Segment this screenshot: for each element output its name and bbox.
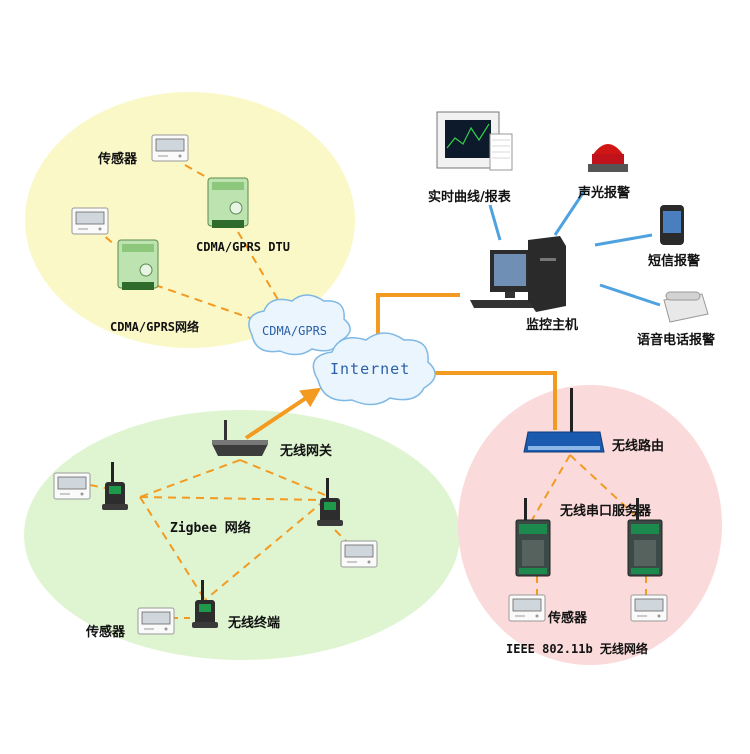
router-label: 无线路由 (612, 439, 665, 454)
sms-alarm-label: 短信报警 (648, 254, 701, 269)
gprs-zone (25, 92, 355, 348)
gateway-label: 无线网关 (280, 444, 333, 459)
gprs-cloud-label: CDMA/GPRS (262, 324, 328, 338)
sound-light-alarm-label: 声光报警 (578, 186, 631, 201)
zigbee-sensor-label: 传感器 (86, 625, 126, 640)
dtu-icon (207, 177, 249, 229)
dtu-icon (117, 239, 159, 291)
zigbee-zone (24, 410, 460, 660)
internet-cloud-label: Internet (330, 360, 411, 378)
screen-icon (436, 111, 513, 171)
gprs-sensor-label: 传感器 (98, 152, 138, 167)
telephone-icon (663, 291, 709, 323)
wifi-sensor-label: 传感器 (548, 611, 588, 626)
wifi-network-label: IEEE 802.11b 无线网络 (506, 642, 648, 656)
sensor-icon (630, 594, 668, 622)
sensor-icon (53, 472, 91, 500)
phone-icon (660, 205, 684, 245)
computer-icon (470, 236, 566, 312)
voice-alarm-label: 语音电话报警 (637, 333, 716, 348)
realtime-report-label: 实时曲线/报表 (428, 190, 511, 205)
gateway-icon (212, 420, 268, 456)
sensor-icon (151, 134, 189, 162)
alarm-links (488, 189, 661, 307)
zigbee-network-label: Zigbee 网络 (170, 521, 251, 536)
serial-server-label: 无线串口服务器 (560, 504, 652, 519)
solid-links (244, 293, 557, 440)
cloud-icon (248, 294, 436, 406)
gprs-network-label: CDMA/GPRS网络 (110, 320, 200, 334)
sensor-icon (71, 207, 109, 235)
sensor-icon (340, 540, 378, 568)
alarm-light-icon (588, 144, 628, 172)
terminal-label: 无线终端 (228, 616, 281, 631)
wifi-zone (458, 385, 722, 665)
sensor-icon (508, 594, 546, 622)
dtu-label: CDMA/GPRS DTU (196, 240, 290, 254)
sensor-icon (137, 607, 175, 635)
router-icon (523, 388, 605, 453)
monitor-host-label: 监控主机 (526, 318, 579, 333)
